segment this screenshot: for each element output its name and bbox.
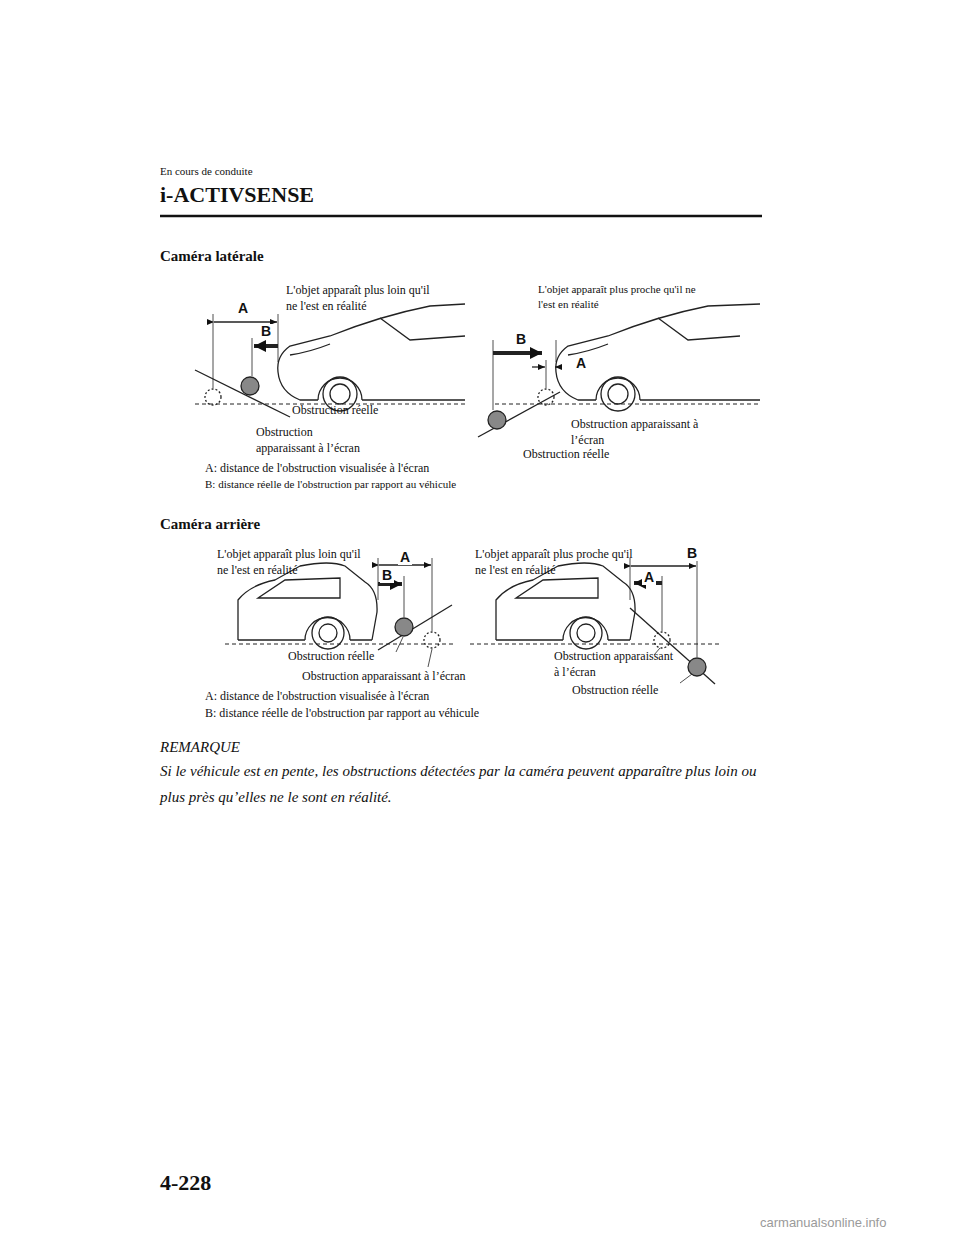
watermark: carmanualsonline.info: [760, 1214, 950, 1232]
obstruction-label: Obstruction réelle: [292, 402, 422, 418]
obstruction-label: Obstruction apparaissant à l’écran: [256, 424, 366, 456]
note-text: L'objet apparaît plus proche qu'il ne l'…: [538, 282, 708, 312]
dimension-letter: A: [642, 570, 656, 585]
obstruction-label: Obstruction apparaissant à l’écran: [554, 648, 679, 680]
remark-text: Si le véhicule est en pente, les obstruc…: [160, 758, 775, 811]
side-left-figure: [195, 304, 465, 417]
obstruction-label: Obstruction réelle: [523, 446, 653, 462]
note-text: L'objet apparaît plus proche qu'il ne l'…: [475, 546, 635, 578]
legend-text: B: distance réelle de l'obstruction par …: [205, 477, 545, 492]
obstruction-label: Obstruction apparaissant à l’écran: [571, 416, 711, 448]
dimension-letter: B: [685, 546, 699, 561]
dimension-letter: B: [380, 568, 394, 583]
page-number: 4-228: [160, 1168, 280, 1198]
dimension-letter: B: [514, 332, 528, 347]
obstruction-label: Obstruction réelle: [288, 648, 408, 664]
page-title: i-ACTIVSENSE: [160, 180, 560, 210]
dimension-letter: A: [236, 301, 250, 316]
legend-text: B: distance réelle de l'obstruction par …: [205, 705, 545, 721]
obstruction-label: Obstruction apparaissant à l’écran: [302, 668, 492, 684]
section-heading: Caméra arrière: [160, 514, 460, 534]
note-text: L'objet apparaît plus loin qu'il ne l'es…: [286, 282, 436, 314]
section-heading: Caméra latérale: [160, 246, 460, 266]
running-header: En cours de conduite: [160, 164, 460, 179]
legend-text: A: distance de l'obstruction visualisée …: [205, 688, 545, 704]
obstruction-label: Obstruction réelle: [572, 682, 692, 698]
dimension-letter: A: [574, 356, 588, 371]
legend-text: A: distance de l'obstruction visualisée …: [205, 460, 545, 476]
header-rule: [160, 215, 762, 218]
dimension-letter: B: [259, 324, 273, 339]
remark-heading: REMARQUE: [160, 737, 360, 757]
dimension-letter: A: [398, 550, 412, 565]
note-text: L'objet apparaît plus loin qu'il ne l'es…: [217, 546, 367, 578]
